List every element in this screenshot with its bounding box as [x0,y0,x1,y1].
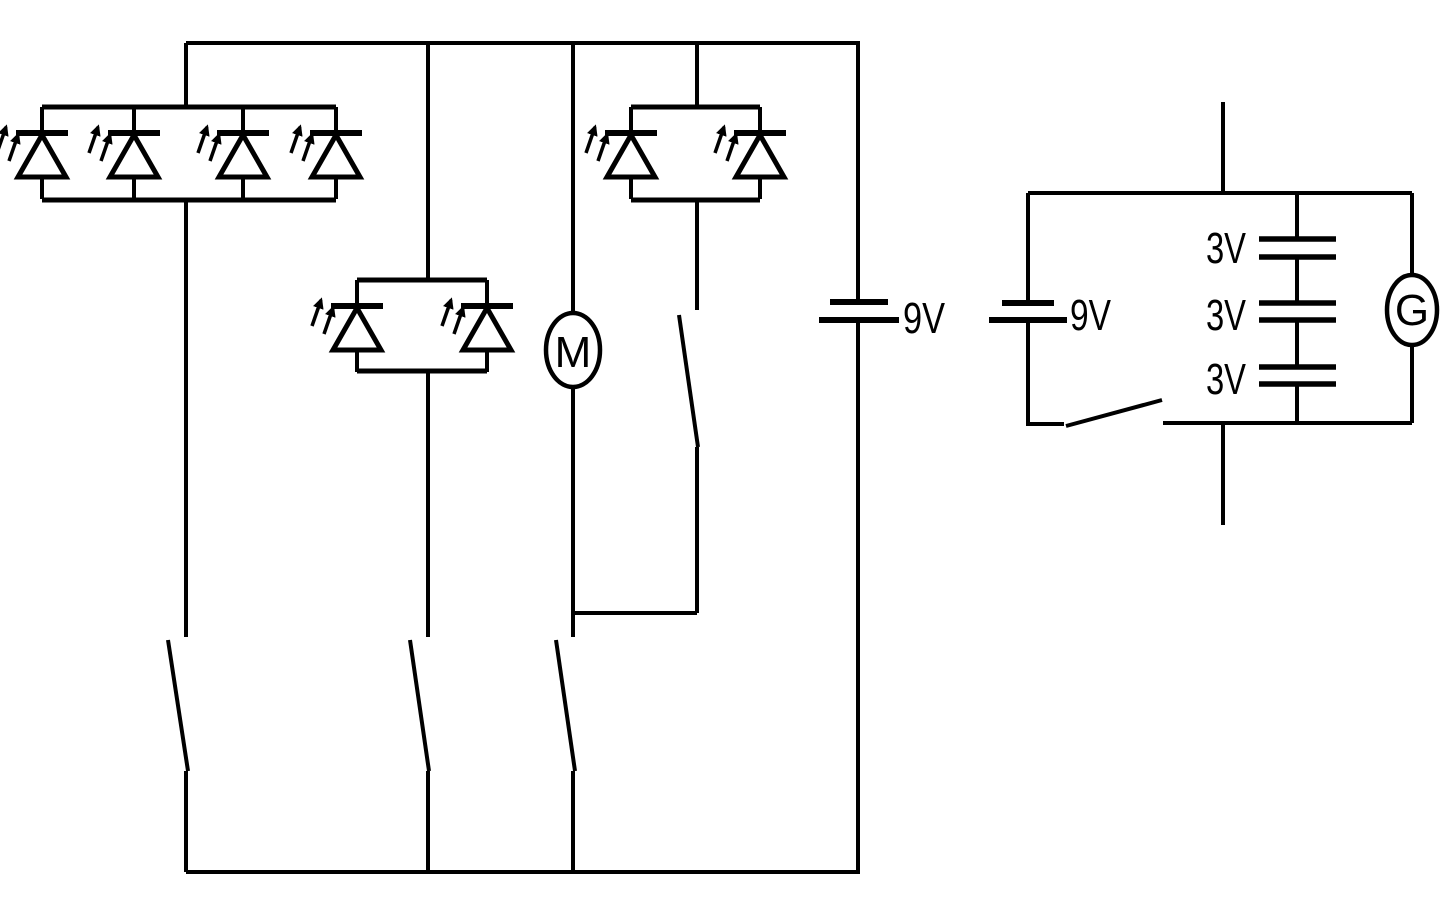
led-bank-2-middle [312,280,513,372]
battery-voltage-label: 9V [903,294,946,343]
switch-blade [408,639,431,772]
led-icon [89,107,160,199]
switch-blade [1065,398,1163,428]
galvanometer-label: G [1395,286,1429,335]
switch-1 [166,639,190,772]
led-icon [715,107,786,199]
motor-label: M [555,328,592,377]
switch-4 [677,314,700,448]
right-circuit: 9V 3V 3V 3V [989,102,1440,525]
led-icon [198,107,269,199]
switch-right-circuit [1065,398,1163,428]
branch-motor: M [543,43,697,872]
capacitor-2: 3V [1206,291,1336,340]
led-icon [586,107,657,199]
capacitor-voltage-label: 3V [1206,224,1246,273]
led-icon [291,107,362,199]
capacitor-voltage-label: 3V [1206,355,1246,404]
wire [1026,320,1064,426]
switch-2 [408,639,431,772]
top-rail [186,41,860,302]
bottom-rail [186,320,860,874]
switch-blade [554,639,577,772]
battery-voltage-label: 9V [1070,291,1111,340]
capacitor-branch: 3V 3V 3V [1206,193,1336,423]
switch-3 [554,639,577,772]
switch-blade [166,639,190,772]
branch-led-bank-4 [0,43,362,872]
led-bank-2-right [586,107,786,203]
branch-led-bank-middle [312,43,513,872]
led-icon [0,107,68,199]
left-circuit: 9V [0,41,946,874]
galvanometer-branch: G [1384,193,1440,423]
battery-9v-right: 9V [989,193,1111,426]
branch-led-bank-right [586,43,786,613]
capacitor-3: 3V [1206,355,1336,404]
switch-blade [677,314,700,448]
motor: M [543,310,603,390]
capacitor-voltage-label: 3V [1206,291,1246,340]
battery-9v-left: 9V [819,294,946,343]
capacitor-1: 3V [1206,224,1336,273]
led-icon [442,280,513,372]
led-icon [312,280,383,372]
galvanometer: G [1384,272,1440,348]
led-bank-4 [0,107,362,203]
